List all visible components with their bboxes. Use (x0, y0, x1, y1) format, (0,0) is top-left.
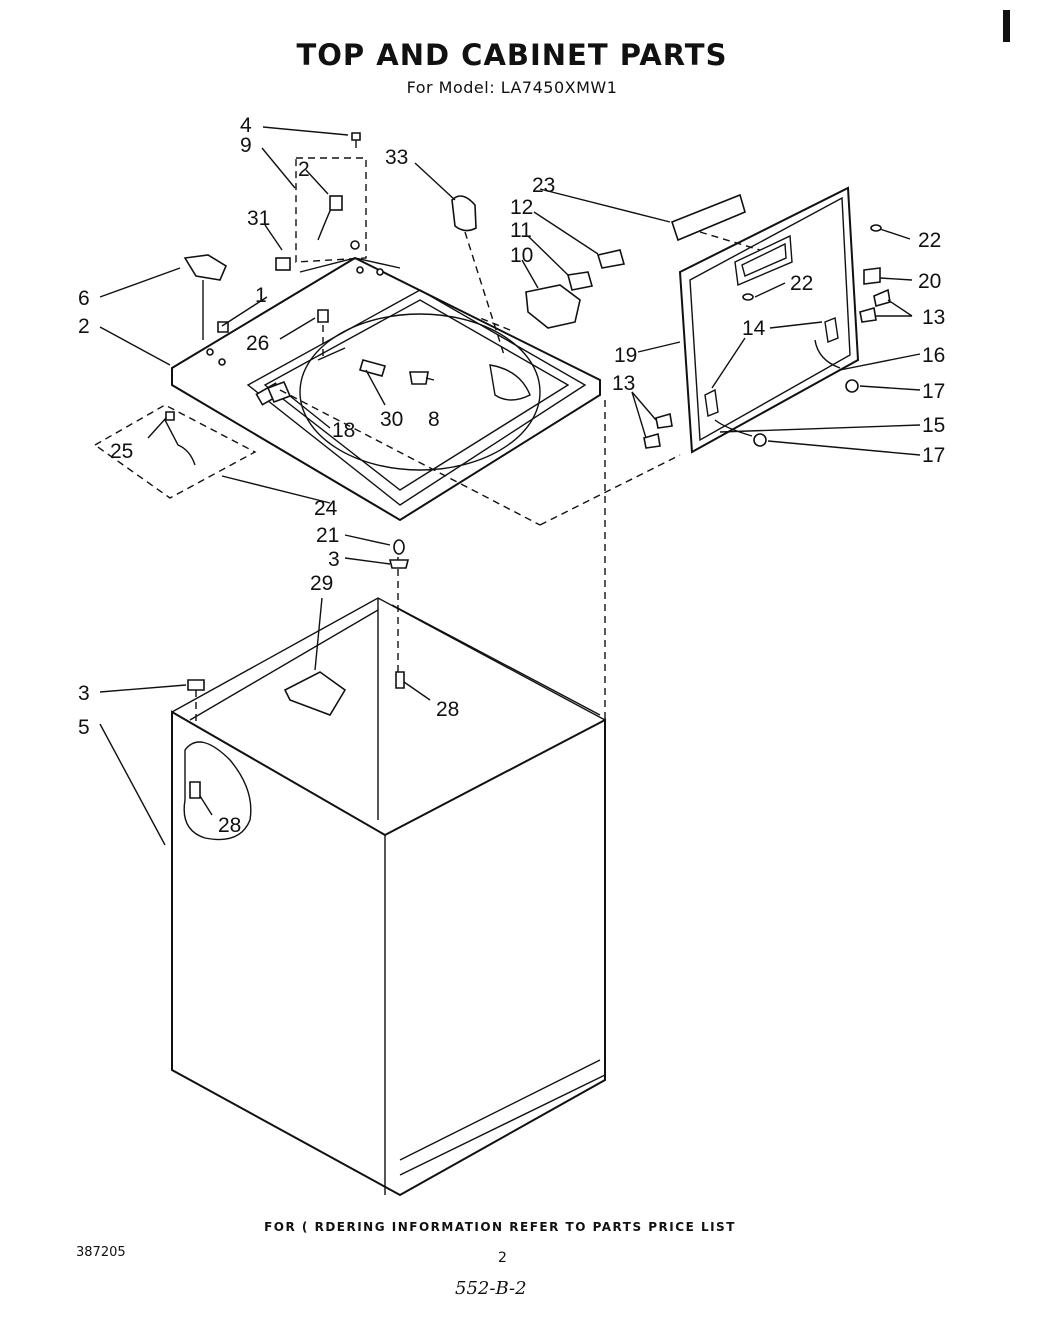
callout-23: 23 (532, 174, 555, 197)
page-number: 2 (498, 1250, 507, 1266)
callout-4: 4 (240, 114, 252, 137)
callout-28-center: 28 (436, 698, 459, 721)
callout-13-left: 13 (612, 372, 635, 395)
callout-5: 5 (78, 716, 90, 739)
callout-numbers: 4 9 2 31 33 23 12 11 10 6 1 2 26 30 8 18… (78, 114, 945, 837)
callout-2-top: 2 (298, 158, 310, 181)
page-title: TOP AND CABINET PARTS (296, 38, 728, 72)
callout-28-left: 28 (218, 814, 241, 837)
callout-22-lid: 22 (790, 272, 813, 295)
ordering-note: FOR ( RDERING INFORMATION REFER TO PARTS… (264, 1220, 736, 1234)
callout-15: 15 (922, 414, 945, 437)
callout-26: 26 (246, 332, 269, 355)
callout-6: 6 (78, 287, 90, 310)
corner-mark (1003, 10, 1010, 42)
callout-16: 16 (922, 344, 945, 367)
callout-8: 8 (428, 408, 440, 431)
lid-assembly (678, 186, 860, 454)
callout-29: 29 (310, 572, 333, 595)
callout-13-right: 13 (922, 306, 945, 329)
callout-14: 14 (742, 317, 766, 340)
leader-lines (99, 126, 921, 846)
callout-3-upper: 3 (328, 548, 340, 571)
callout-31: 31 (247, 207, 270, 230)
model-subtitle: For Model: LA7450XMW1 (406, 78, 618, 97)
callout-1: 1 (255, 284, 267, 307)
callout-21: 21 (316, 524, 339, 547)
callout-11: 11 (510, 219, 532, 242)
callout-20: 20 (918, 270, 941, 293)
doc-number: 387205 (76, 1245, 126, 1260)
callout-17-upper: 17 (922, 380, 945, 403)
callout-18: 18 (332, 419, 355, 442)
callout-30: 30 (380, 408, 403, 431)
callout-24: 24 (314, 497, 338, 520)
callout-17-lower: 17 (922, 444, 945, 467)
callout-3-lower: 3 (78, 682, 90, 705)
callout-33: 33 (385, 146, 408, 169)
callout-19: 19 (614, 344, 637, 367)
callout-22-right: 22 (918, 229, 941, 252)
callout-10: 10 (510, 244, 533, 267)
callout-9: 9 (240, 134, 252, 157)
callout-12: 12 (510, 196, 533, 219)
handwritten-code: 552-B-2 (455, 1278, 527, 1299)
cabinet-body (171, 400, 606, 1197)
callout-25: 25 (110, 440, 133, 463)
small-parts (93, 132, 891, 799)
callout-2-left: 2 (78, 315, 90, 338)
